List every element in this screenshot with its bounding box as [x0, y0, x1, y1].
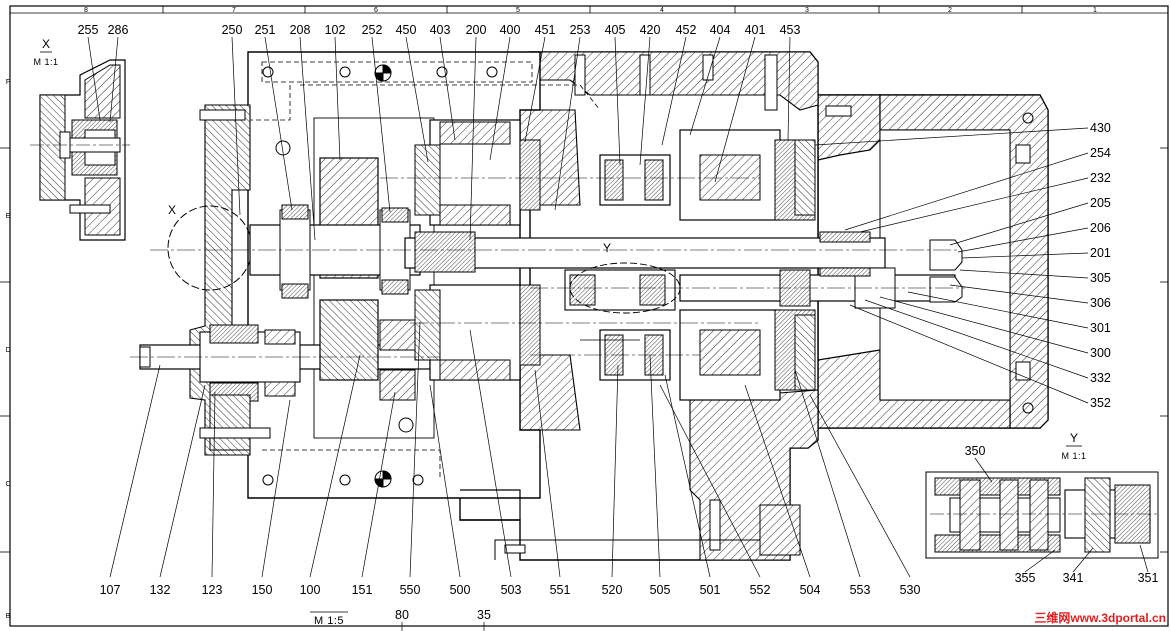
callout-label: 553 — [850, 583, 871, 597]
callout-label: 208 — [290, 23, 311, 37]
callouts-top: 255 286 250 251 208 102 252 450 403 200 … — [78, 23, 801, 37]
callout-label: 552 — [750, 583, 771, 597]
callout-label: 123 — [202, 583, 223, 597]
callout-label: 250 — [222, 23, 243, 37]
callout-label: 150 — [252, 583, 273, 597]
callout-label: 286 — [108, 23, 129, 37]
callout-label: 452 — [676, 23, 697, 37]
callout-label: 301 — [1090, 321, 1111, 335]
section-mark-x: X — [168, 203, 176, 217]
section-mark-y: Y — [603, 241, 611, 255]
callout-label: 453 — [780, 23, 801, 37]
zone-row-label: F — [6, 79, 10, 86]
zone-row-label: E — [6, 213, 11, 220]
zone-col-label: 2 — [948, 7, 952, 14]
callout-label: 400 — [500, 23, 521, 37]
callout-label: 107 — [100, 583, 121, 597]
sun-shaft-200 — [404, 237, 886, 269]
detail-y-mark — [569, 262, 681, 314]
drawing-frame — [0, 5, 1169, 627]
zone-row-label: C — [5, 481, 10, 488]
callout-label: 351 — [1138, 571, 1159, 585]
view-titles: X M 1:1 Y M 1:1 M 1:5 — [33, 37, 1086, 627]
callout-label: 332 — [1090, 371, 1111, 385]
main-section-view — [130, 51, 1049, 561]
callout-label: 355 — [1015, 571, 1036, 585]
row-zone-labels: F E D C B — [5, 79, 10, 620]
zone-col-label: 5 — [516, 7, 520, 14]
column-zone-labels: 8 7 6 5 4 3 2 1 — [84, 7, 1097, 14]
callout-label: 404 — [710, 23, 731, 37]
callouts-detail-y: 350 355 341 351 — [965, 444, 1159, 585]
callout-label: 102 — [325, 23, 346, 37]
detail-y-scale: M 1:1 — [1061, 451, 1086, 461]
callout-label: 200 — [466, 23, 487, 37]
center-mark-upper — [374, 64, 392, 82]
callout-label: 35 — [477, 608, 491, 622]
callout-label: 300 — [1090, 346, 1111, 360]
callout-label: 430 — [1090, 121, 1111, 135]
callout-label: 500 — [450, 583, 471, 597]
callout-label: 451 — [535, 23, 556, 37]
callout-label: 530 — [900, 583, 921, 597]
center-mark-lower — [374, 470, 392, 488]
zone-col-label: 6 — [374, 7, 378, 14]
callout-label: 80 — [395, 608, 409, 622]
callout-label: 503 — [501, 583, 522, 597]
callout-label: 352 — [1090, 396, 1111, 410]
zone-col-label: 8 — [84, 7, 88, 14]
callout-label: 252 — [362, 23, 383, 37]
callout-label: 550 — [400, 583, 421, 597]
callout-label: 232 — [1090, 171, 1111, 185]
detail-x-scale: M 1:1 — [33, 57, 58, 67]
callout-label: 501 — [700, 583, 721, 597]
callout-label: 401 — [745, 23, 766, 37]
callouts-right: 430 254 232 205 206 201 305 306 301 300 … — [1090, 121, 1111, 410]
callout-label: 505 — [650, 583, 671, 597]
detail-x-title: X — [42, 37, 50, 51]
leader-lines — [87, 36, 1149, 631]
callout-label: 405 — [605, 23, 626, 37]
callouts-bottom: 107 132 123 150 100 151 550 500 503 551 … — [100, 583, 921, 597]
watermark-text: 三维网www.3dportal.cn — [1034, 610, 1166, 625]
callout-label: 251 — [255, 23, 276, 37]
callout-label: 350 — [965, 444, 986, 458]
zone-row-label: B — [6, 613, 11, 620]
callout-label: 132 — [150, 583, 171, 597]
callout-label: 205 — [1090, 196, 1111, 210]
callout-label: 420 — [640, 23, 661, 37]
callout-label: 551 — [550, 583, 571, 597]
callout-label: 206 — [1090, 221, 1111, 235]
callout-label: 254 — [1090, 146, 1111, 160]
callout-label: 504 — [800, 583, 821, 597]
zone-col-label: 4 — [660, 7, 664, 14]
callout-label: 151 — [352, 583, 373, 597]
callout-label: 520 — [602, 583, 623, 597]
callout-label: 305 — [1090, 271, 1111, 285]
callout-label: 201 — [1090, 246, 1111, 260]
detail-view-y — [925, 471, 1160, 559]
detail-y-title: Y — [1070, 431, 1078, 445]
callouts-extra: 80 35 — [395, 608, 491, 622]
detail-view-x — [30, 59, 130, 241]
zone-row-label: D — [5, 347, 10, 354]
callout-label: 253 — [570, 23, 591, 37]
zone-col-label: 7 — [232, 7, 236, 14]
zone-col-label: 1 — [1093, 7, 1097, 14]
callout-label: 306 — [1090, 296, 1111, 310]
main-view-scale: M 1:5 — [314, 615, 344, 627]
zone-col-label: 3 — [805, 7, 809, 14]
callout-label: 450 — [396, 23, 417, 37]
callout-label: 100 — [300, 583, 321, 597]
callout-label: 255 — [78, 23, 99, 37]
callout-label: 403 — [430, 23, 451, 37]
callout-label: 341 — [1063, 571, 1084, 585]
